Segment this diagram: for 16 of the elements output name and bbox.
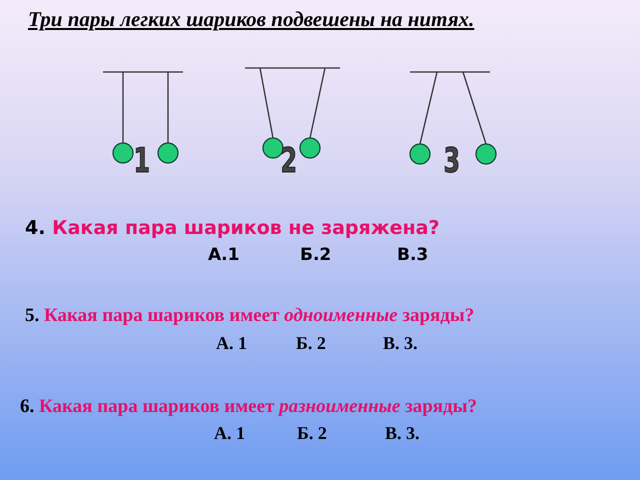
question-text: 4. Какая пара шариков не заряжена? xyxy=(25,218,440,239)
figure-number: 1 xyxy=(134,143,150,180)
question-text: 5. Какая пара шариков имеет одноименные заряды? xyxy=(25,306,474,327)
answer-option: В. 3. xyxy=(383,334,418,354)
answer-option: А. 1 xyxy=(216,334,247,354)
answer-option: Б. 2 xyxy=(296,334,326,354)
answer-option: В. 3. xyxy=(385,424,420,444)
question-text: 6. Какая пара шариков имеет разноименные заряды? xyxy=(20,397,477,418)
answer-option: А.1 xyxy=(208,246,240,265)
figure-number: 3 xyxy=(444,143,460,180)
figure-number: 2 xyxy=(280,143,298,180)
answer-option: Б. 2 xyxy=(297,424,327,444)
answer-option: А. 1 xyxy=(214,424,245,444)
slide-title: Три пары легких шариков подвешены на нитях. xyxy=(28,8,474,32)
answer-option: Б.2 xyxy=(300,246,332,265)
answer-option: В.3 xyxy=(397,246,428,265)
